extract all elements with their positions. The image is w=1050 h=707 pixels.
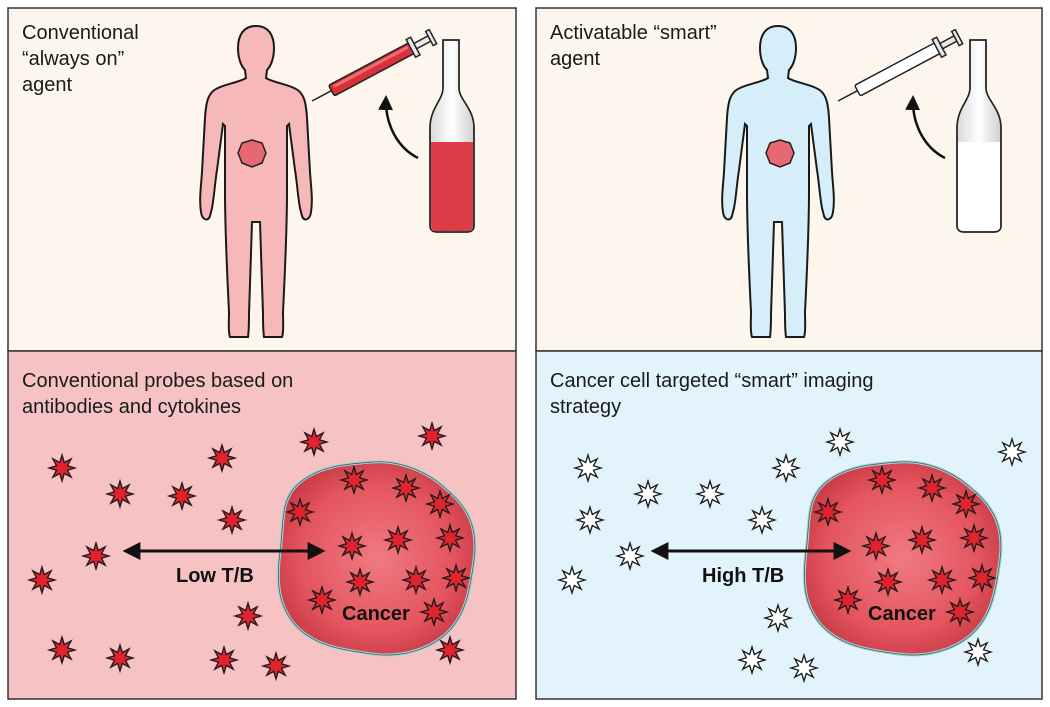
star-burst-icon <box>572 452 604 484</box>
star-burst-icon <box>232 600 264 632</box>
star-burst-icon <box>216 504 248 536</box>
star-burst-icon <box>632 478 664 510</box>
panel-title: Activatable “smart” agent <box>550 22 717 70</box>
star-burst-icon <box>166 480 198 512</box>
star-burst-icon <box>958 522 990 554</box>
star-burst-icon <box>306 584 338 616</box>
star-burst-icon <box>336 530 368 562</box>
star-burst-icon <box>400 564 432 596</box>
star-burst-icon <box>416 420 448 452</box>
star-burst-icon <box>574 504 606 536</box>
panel-title: Conventional probes based on antibodies … <box>22 370 294 418</box>
vial-icon <box>956 39 1002 233</box>
syringe-icon <box>311 28 438 102</box>
star-burst-icon <box>46 452 78 484</box>
star-burst-icon <box>46 634 78 666</box>
ratio-label: Low T/B <box>176 565 254 587</box>
star-burst-icon <box>382 524 414 556</box>
star-burst-icon <box>872 566 904 598</box>
star-burst-icon <box>824 426 856 458</box>
panel-title: Conventional “always on” agent <box>22 22 139 96</box>
cancer-label: Cancer <box>868 603 936 625</box>
draw-arrow <box>905 95 946 160</box>
star-burst-icon <box>746 504 778 536</box>
star-burst-icon <box>788 652 820 684</box>
star-burst-icon <box>962 636 994 668</box>
cancer-label: Cancer <box>342 603 410 625</box>
star-burst-icon <box>298 426 330 458</box>
star-burst-icon <box>812 496 844 528</box>
star-burst-icon <box>104 478 136 510</box>
star-burst-icon <box>434 522 466 554</box>
draw-arrow <box>378 95 419 160</box>
star-burst-icon <box>944 596 976 628</box>
star-burst-icon <box>866 464 898 496</box>
cancer-cell <box>802 460 1003 657</box>
star-burst-icon <box>916 472 948 504</box>
panel-title: Cancer cell targeted “smart” imaging str… <box>550 370 874 418</box>
star-burst-icon <box>762 602 794 634</box>
probe-group-left <box>26 420 472 682</box>
star-burst-icon <box>906 524 938 556</box>
cancer-cell <box>276 460 477 657</box>
vial-icon <box>429 39 475 233</box>
star-burst-icon <box>614 540 646 572</box>
syringe-icon <box>837 28 964 102</box>
star-burst-icon <box>80 540 112 572</box>
star-burst-icon <box>556 564 588 596</box>
star-burst-icon <box>434 634 466 666</box>
tumor-icon <box>237 139 267 168</box>
star-burst-icon <box>996 436 1028 468</box>
star-burst-icon <box>926 564 958 596</box>
star-burst-icon <box>390 472 422 504</box>
ratio-label: High T/B <box>702 565 784 587</box>
probe-group-right <box>556 426 1028 684</box>
star-burst-icon <box>338 464 370 496</box>
star-burst-icon <box>860 530 892 562</box>
star-burst-icon <box>950 488 982 520</box>
star-burst-icon <box>26 564 58 596</box>
star-burst-icon <box>260 650 292 682</box>
star-burst-icon <box>208 644 240 676</box>
star-burst-icon <box>206 442 238 474</box>
star-burst-icon <box>344 566 376 598</box>
star-burst-icon <box>736 644 768 676</box>
star-burst-icon <box>418 596 450 628</box>
star-burst-icon <box>966 562 998 594</box>
star-burst-icon <box>104 642 136 674</box>
star-burst-icon <box>694 478 726 510</box>
star-burst-icon <box>284 496 316 528</box>
star-burst-icon <box>424 488 456 520</box>
tumor-icon <box>765 139 795 168</box>
star-burst-icon <box>440 562 472 594</box>
star-burst-icon <box>832 584 864 616</box>
star-burst-icon <box>770 452 802 484</box>
